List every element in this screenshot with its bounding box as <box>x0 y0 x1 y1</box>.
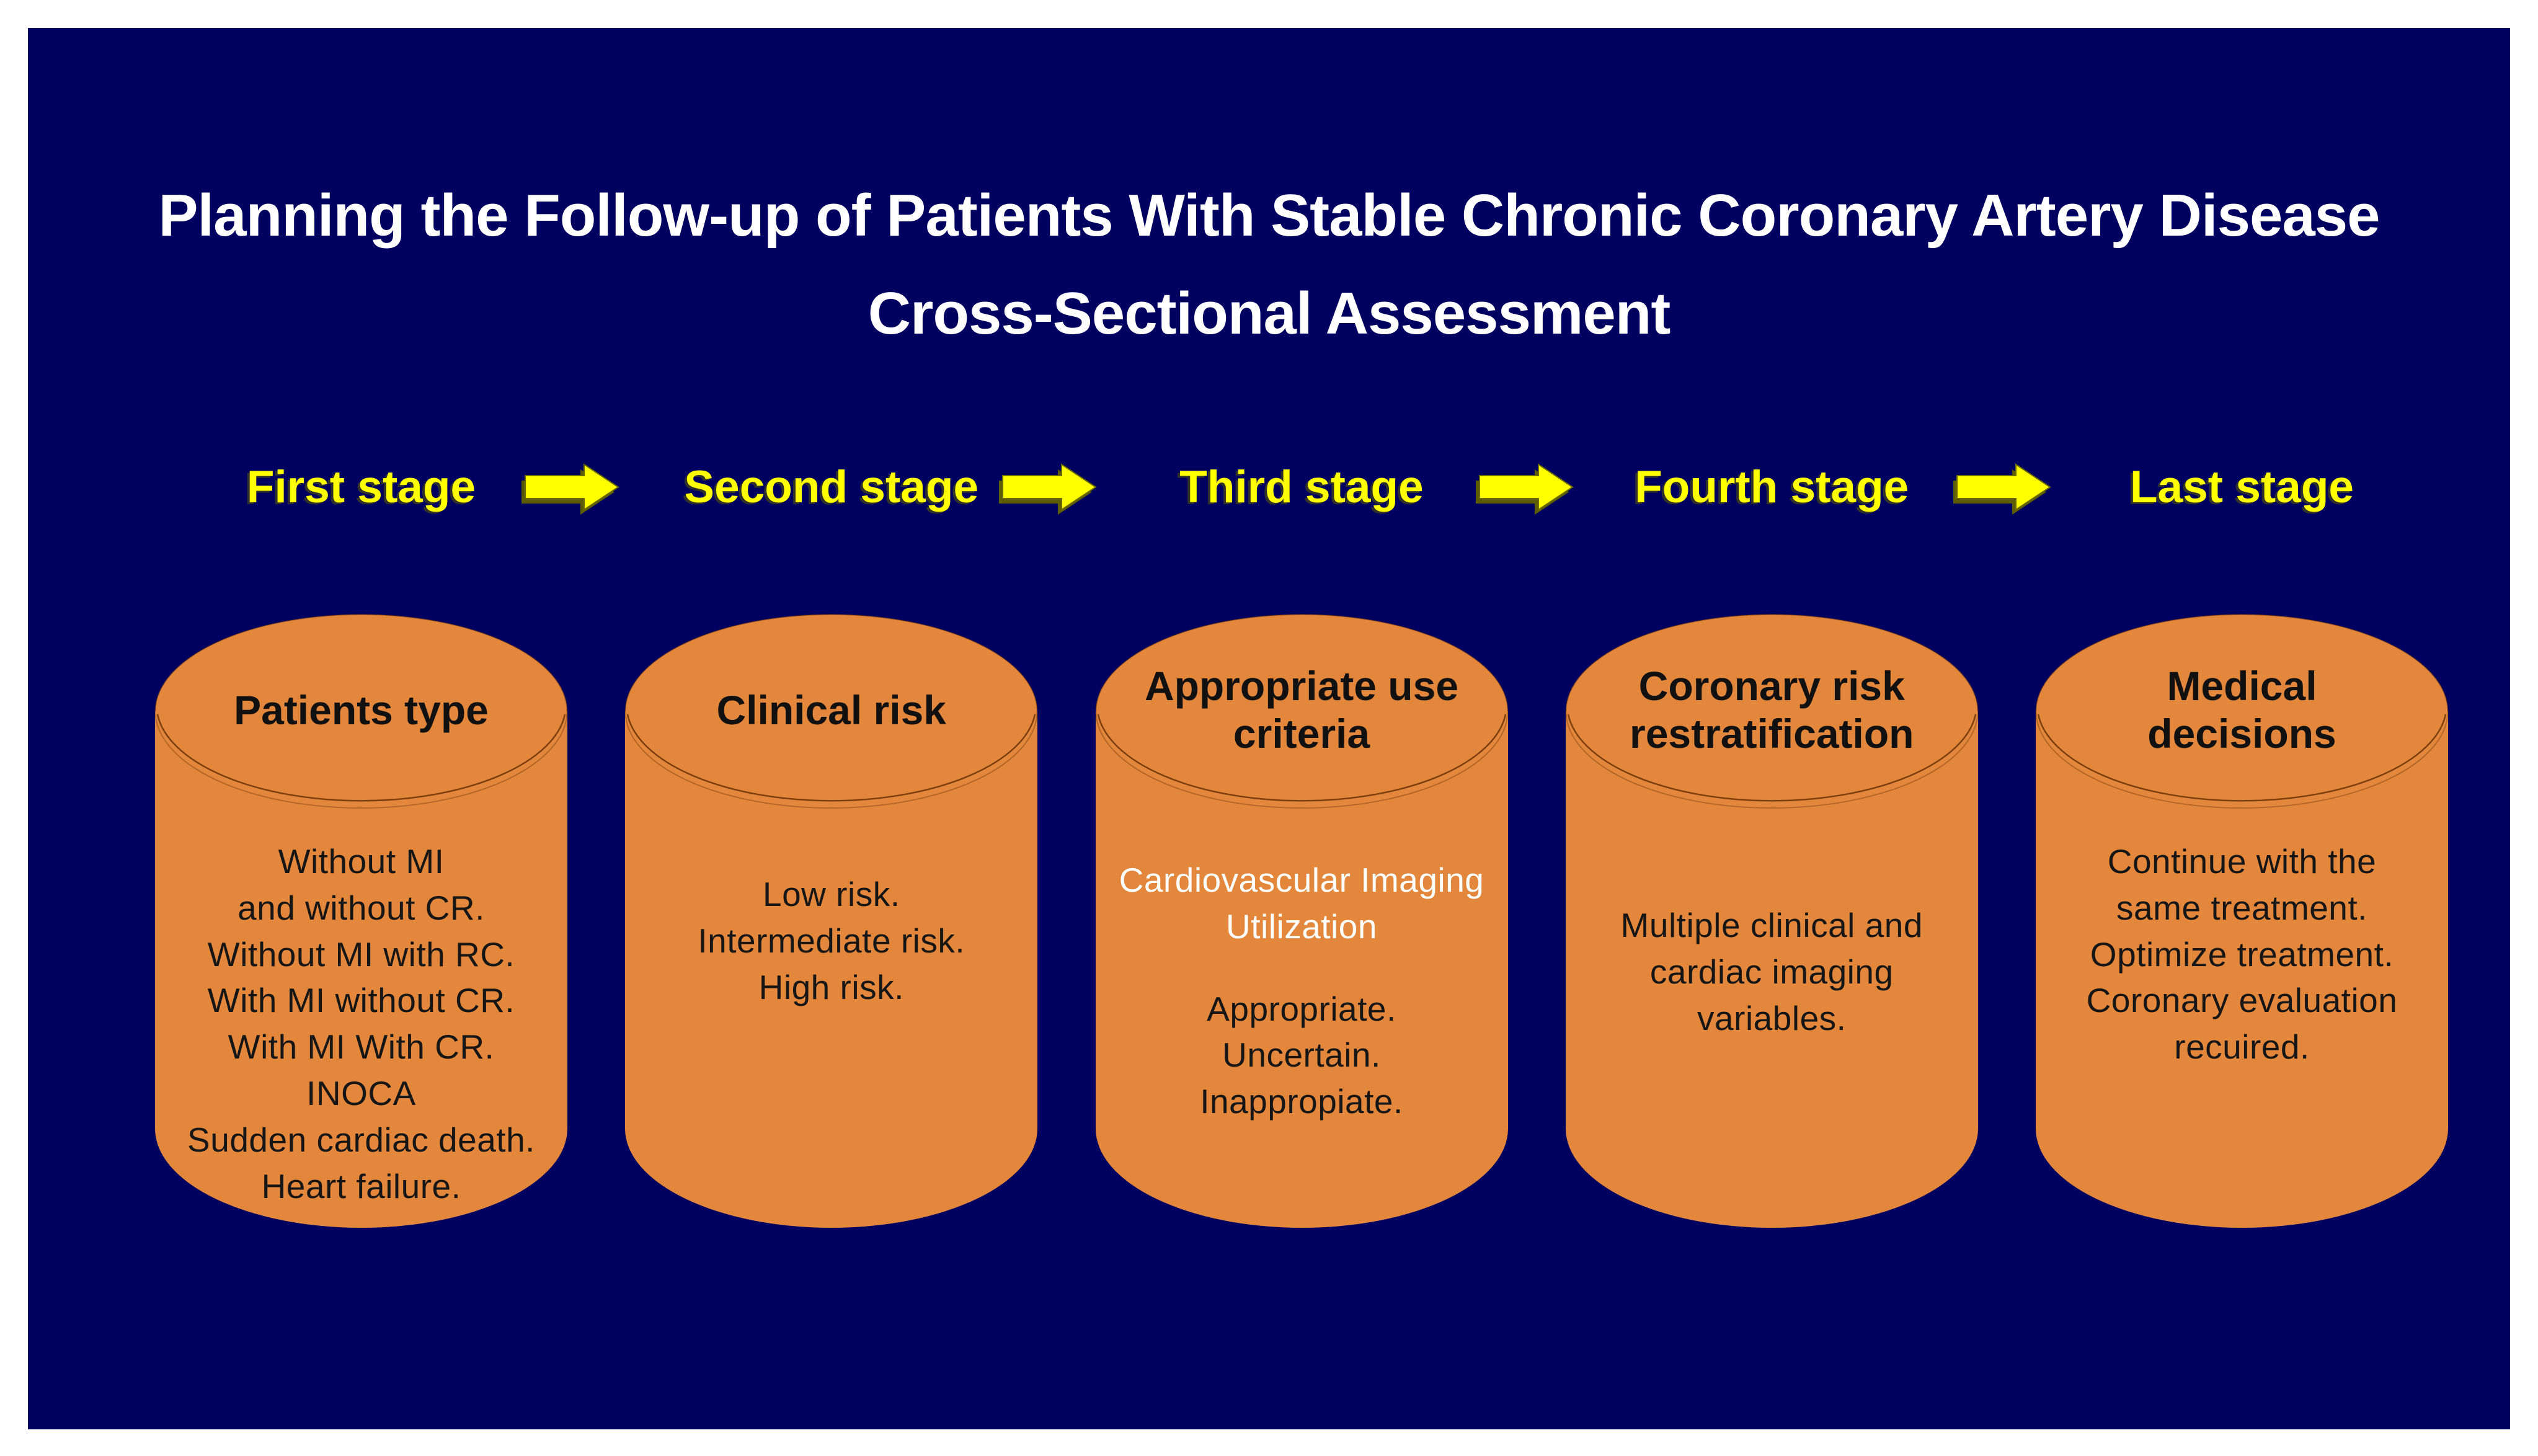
stage-cell: Fourth stage <box>1566 425 1978 549</box>
cylinder-shape-icon <box>155 614 567 1228</box>
cylinder-body: Multiple clinical and cardiac imaging vari… <box>1572 902 1972 1041</box>
cylinder-body-line: Uncertain. <box>1222 1036 1381 1075</box>
cylinder-body-line: Appropriate. <box>1207 989 1396 1028</box>
cylinder-shape-icon <box>1565 614 1978 1228</box>
cylinder-body: Low risk. Intermediate risk. High risk. <box>631 871 1031 1010</box>
stage-cell: First stage <box>155 425 567 549</box>
cylinder-heading: Appropriate use criteria <box>1144 663 1459 757</box>
flow-arrow-icon <box>1476 461 1574 515</box>
cylinder-body: Continue with the same treatment. Optimize… <box>2042 838 2442 1070</box>
cylinder-body-line: Without MI with RC. <box>207 934 515 974</box>
cylinder-body-line: same treatment. <box>2116 888 2367 927</box>
slide-background: Planning the Follow-up of Patients With … <box>28 28 2510 1429</box>
cylinder-body-line: Without MI <box>278 842 445 881</box>
stage-cell: Second stage <box>625 425 1037 549</box>
flow-arrow-icon <box>1953 461 2051 515</box>
cylinder-shape-icon <box>625 614 1038 1228</box>
cylinder-body-line: and without CR. <box>237 888 485 927</box>
stage-label: Third stage <box>1179 461 1424 512</box>
cylinder-shape-icon <box>2036 614 2448 1228</box>
stage-label: First stage <box>246 461 476 512</box>
cylinder-body-line: High risk. <box>758 967 904 1006</box>
stage-cell: Third stage <box>1096 425 1508 549</box>
cylinder-body-line: Optimize treatment. <box>2090 934 2394 974</box>
stage-cell: Last stage <box>2036 425 2448 549</box>
flow-arrow-icon <box>999 461 1097 515</box>
cylinder-body-line: Inappropiate. <box>1200 1082 1403 1121</box>
stage-label: Second stage <box>684 461 979 512</box>
cylinder-body-line: INOCA <box>306 1073 416 1112</box>
cylinder-body-line: Low risk. <box>763 875 900 913</box>
cylinder-body-line: recuired. <box>2174 1028 2310 1067</box>
cylinder-body-line: Intermediate risk. <box>698 921 965 960</box>
cylinder-shape-icon <box>1095 614 1508 1228</box>
cylinder-body-line: variables. <box>1697 998 1847 1037</box>
cylinder-body-line: Sudden cardiac death. <box>187 1120 535 1159</box>
cylinder-heading: Clinical risk <box>716 686 946 733</box>
cylinder-body-line: With MI without CR. <box>207 981 515 1020</box>
page-subtitle: Cross-Sectional Assessment <box>867 280 1671 347</box>
cylinder-heading: Patients type <box>234 686 489 733</box>
cylinder-subheading: Cardiovascular Imaging Utilization <box>1119 861 1484 946</box>
page-title: Planning the Follow-up of Patients With … <box>158 182 2380 249</box>
cylinder-body: Without MI and without CR. Without MI with… <box>161 838 561 1209</box>
stage-label: Last stage <box>2129 461 2354 512</box>
page-title-block: Planning the Follow-up of Patients With … <box>28 186 2510 344</box>
cylinder-body-line: Heart failure. <box>261 1166 461 1205</box>
flow-arrow-icon <box>521 461 619 515</box>
stage-label: Fourth stage <box>1635 461 1909 512</box>
cylinder-heading: Coronary risk restratification <box>1630 663 1914 757</box>
cylinder-body-line: Continue with the <box>2107 842 2377 881</box>
stage-row: First stage Second stage Third stage Fourth… <box>28 425 2510 549</box>
cylinder-body-line: Multiple clinical and <box>1620 906 1923 944</box>
cylinder-heading: Medical decisions <box>2147 663 2336 757</box>
cylinder-body-line: cardiac imaging <box>1649 952 1894 991</box>
cylinder-body-line: Coronary evaluation <box>2086 981 2398 1020</box>
cylinder-body-line: With MI With CR. <box>228 1028 495 1067</box>
